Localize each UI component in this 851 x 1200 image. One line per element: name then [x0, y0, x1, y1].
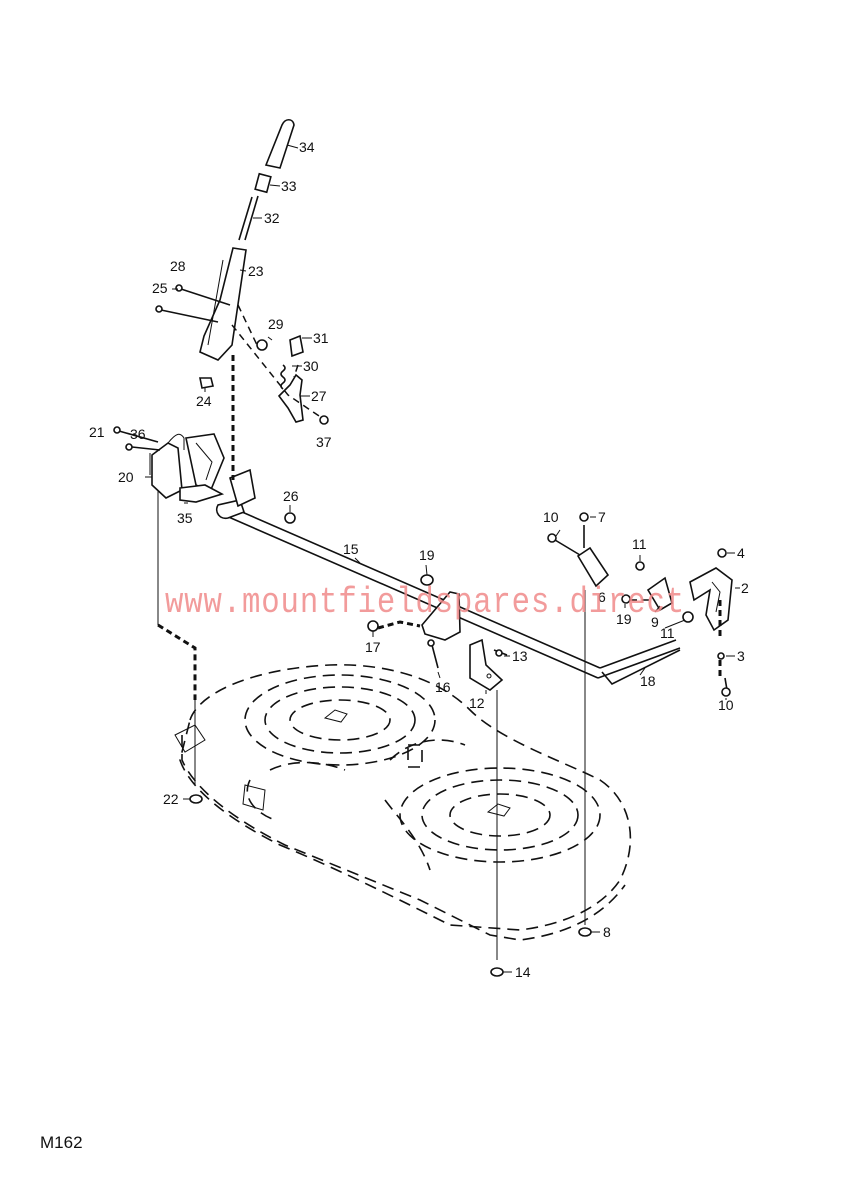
callout-14: 14	[515, 964, 531, 980]
callout-7: 7	[598, 509, 606, 525]
callout-33: 33	[281, 178, 297, 194]
callout-labels: 34 33 32 23 28 25 29 31 30 27 24 37 21 3…	[89, 139, 749, 980]
connection-lines	[157, 355, 722, 977]
callout-12: 12	[469, 695, 485, 711]
callout-34: 34	[299, 139, 315, 155]
callout-10b: 10	[718, 697, 734, 713]
callout-9: 9	[651, 614, 659, 630]
callout-24: 24	[196, 393, 212, 409]
watermark: www.mountfieldspares.direct	[165, 582, 685, 623]
callout-25: 25	[152, 280, 168, 296]
callout-18: 18	[640, 673, 656, 689]
callout-28: 28	[170, 258, 186, 274]
callout-10a: 10	[543, 509, 559, 525]
callout-36: 36	[130, 426, 146, 442]
callout-29: 29	[268, 316, 284, 332]
diagram-code: M162	[40, 1133, 83, 1152]
callout-6: 6	[598, 589, 606, 605]
callout-27: 27	[311, 388, 327, 404]
mower-deck	[174, 664, 632, 941]
leader-lines	[145, 144, 740, 973]
callout-20: 20	[118, 469, 134, 485]
callout-22: 22	[163, 791, 179, 807]
callout-35: 35	[177, 510, 193, 526]
callout-13: 13	[512, 648, 528, 664]
callout-21: 21	[89, 424, 105, 440]
sector-assembly	[113, 426, 225, 503]
callout-4: 4	[737, 545, 745, 561]
callout-37: 37	[316, 434, 332, 450]
callout-15: 15	[343, 541, 359, 557]
callout-16: 16	[435, 679, 451, 695]
callout-19a: 19	[419, 547, 435, 563]
callout-2: 2	[741, 580, 749, 596]
callout-23: 23	[248, 263, 264, 279]
callout-11a: 11	[632, 536, 647, 552]
callout-17: 17	[365, 639, 381, 655]
callout-19b: 19	[616, 611, 632, 627]
callout-26: 26	[283, 488, 299, 504]
callout-31: 31	[313, 330, 329, 346]
callout-30: 30	[303, 358, 319, 374]
callout-3: 3	[737, 648, 745, 664]
callout-32: 32	[264, 210, 280, 226]
lift-lever-assembly	[155, 118, 329, 425]
callout-11b: 11	[660, 625, 675, 641]
cross-shaft	[215, 468, 681, 691]
callout-8: 8	[603, 924, 611, 940]
